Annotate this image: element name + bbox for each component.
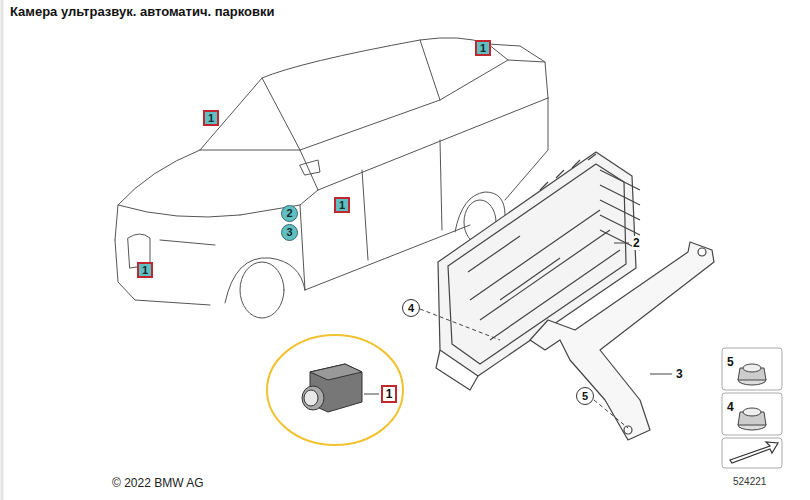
- callout-number: 2: [281, 205, 298, 222]
- drawing-number: 524221: [733, 476, 766, 487]
- callout-number: 4: [402, 299, 420, 317]
- callout-number: 5: [576, 387, 594, 405]
- leader-line: [614, 243, 629, 244]
- callout-number: 1: [137, 262, 153, 278]
- copyright-note: © 2022 BMW AG: [112, 476, 204, 490]
- leader-line: [594, 400, 628, 428]
- bracket: [530, 242, 714, 440]
- fastener-panel: [722, 348, 782, 468]
- leader-line: [650, 374, 672, 375]
- highlight-ellipse: [267, 335, 403, 445]
- callout-number: 2: [632, 236, 641, 250]
- callout-number: 1: [334, 197, 350, 213]
- arrow-icon: [730, 442, 778, 463]
- leader-line: [420, 309, 500, 340]
- nut: [738, 364, 766, 430]
- camera: [302, 364, 362, 412]
- callout-number: 3: [281, 224, 298, 241]
- leader-line: [364, 394, 379, 395]
- callout-number: 3: [675, 367, 684, 381]
- callout-number: 1: [475, 40, 491, 56]
- callout-number: 1: [203, 110, 219, 126]
- title: Камера ультразвук. автоматич. парковки: [10, 4, 275, 19]
- callout-number: 5: [726, 355, 735, 369]
- control-unit: [436, 152, 640, 390]
- callout-number: 4: [726, 400, 735, 414]
- callout-number: 1: [381, 385, 397, 403]
